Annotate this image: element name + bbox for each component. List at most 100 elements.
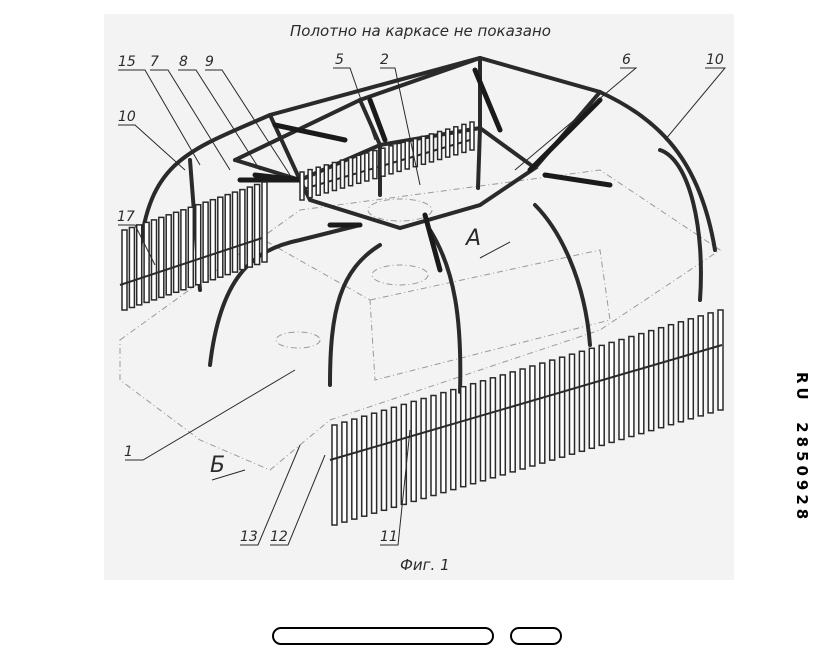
cropped-button-right[interactable] [510,627,562,645]
front-fence-picket [450,388,457,491]
front-fence-picket [469,382,477,485]
front-fence-picket [430,394,437,497]
rear-fence-picket [323,164,330,194]
rear-fence-picket [331,161,338,192]
numeral-10-left: 10 [118,109,136,125]
rear-fence [299,121,475,201]
front-fence-picket [598,344,605,447]
left-fence-picket [121,229,128,311]
front-fence-picket [489,377,497,479]
rear-fence-picket [461,123,467,154]
left-fence-picket [180,209,187,291]
patent-page: Полотно на каркасе не показано 15 7 8 9 … [104,14,811,645]
rear-fence-picket [364,152,370,182]
patent-number: RU 2850928 [793,372,811,524]
left-fence-picket [217,196,224,278]
front-fence-picket [509,371,516,473]
front-fence [329,309,724,526]
numeral-7: 7 [150,54,159,70]
front-fence-picket [608,341,615,444]
left-fence-picket [172,211,180,294]
front-fence-picket [410,400,417,503]
front-fence-picket [667,323,675,426]
rear-fence-picket [444,128,451,158]
rear-fence-picket [315,166,321,196]
front-fence-picket [657,326,665,429]
numeral-2: 2 [380,52,389,68]
front-fence-picket [331,424,338,526]
figure-caption: Фиг. 1 [400,556,450,574]
rear-fence-picket [388,145,394,175]
front-fence-picket [687,318,695,420]
left-fence-picket [253,183,261,266]
front-fence-picket [697,315,704,417]
front-fence-picket [529,365,536,467]
technical-drawing [118,55,727,546]
front-fence-picket [628,335,635,438]
rear-fence-picket [347,156,354,187]
rear-fence-picket [299,171,305,201]
front-fence-picket [578,350,586,453]
numeral-12: 12 [270,529,288,545]
cropped-button-left[interactable] [272,627,494,645]
frame-tubes [138,55,717,394]
front-fence-picket [707,312,714,414]
front-fence-picket [370,412,378,514]
rear-fence-picket [420,135,427,166]
dash-dot-outlines [119,169,721,471]
view-label-b: Б [210,453,226,478]
front-fence-picket [440,391,447,494]
view-label-a: А [466,226,482,251]
left-fence-picket [158,216,165,299]
front-fence-picket [568,353,576,455]
numeral-17: 17 [117,209,135,225]
rear-fence-picket [453,126,459,156]
front-fence-picket [539,362,546,464]
rear-fence-picket [339,159,346,189]
left-fence-picket [261,181,268,263]
left-fence-picket [231,191,239,273]
numeral-15: 15 [118,54,136,70]
leader-lines [118,67,727,546]
rear-fence-picket [355,154,362,185]
left-fence-picket [165,214,172,296]
left-fence-picket [209,198,217,281]
front-fence-picket [400,403,408,506]
rear-fence-picket [404,140,410,170]
front-fence-picket [479,380,487,482]
front-fence-picket [380,409,388,512]
numeral-10-right: 10 [706,52,724,68]
left-fence-picket [150,219,158,301]
figure-note: Полотно на каркасе не показано [290,22,551,40]
left-fence [119,181,268,311]
left-fence-picket [246,186,254,268]
tension-struts [237,67,613,273]
numeral-11: 11 [380,529,398,545]
front-fence-picket [677,321,685,423]
left-fence-picket [143,221,150,304]
rear-fence-picket [380,147,386,177]
front-fence-picket [638,332,645,435]
front-fence-picket [558,356,566,458]
front-fence-picket [390,406,398,509]
rear-fence-picket [307,168,313,199]
numeral-6: 6 [622,52,631,68]
front-fence-picket [548,359,556,461]
numeral-1: 1 [124,444,133,460]
left-fence-picket [128,226,136,309]
front-fence-picket [588,347,596,450]
front-fence-picket [459,385,467,488]
front-fence-picket [717,309,724,411]
left-fence-picket [187,206,195,289]
front-fence-picket [360,415,368,517]
front-fence-picket [420,397,427,500]
front-fence-picket [499,374,507,476]
numeral-8: 8 [179,54,188,70]
numeral-13: 13 [240,529,258,545]
left-fence-picket [194,203,202,286]
rear-fence-picket [372,149,378,180]
numeral-5: 5 [335,52,344,68]
front-fence-picket [341,421,348,523]
front-fence-picket [618,338,625,441]
numeral-9: 9 [205,54,214,70]
